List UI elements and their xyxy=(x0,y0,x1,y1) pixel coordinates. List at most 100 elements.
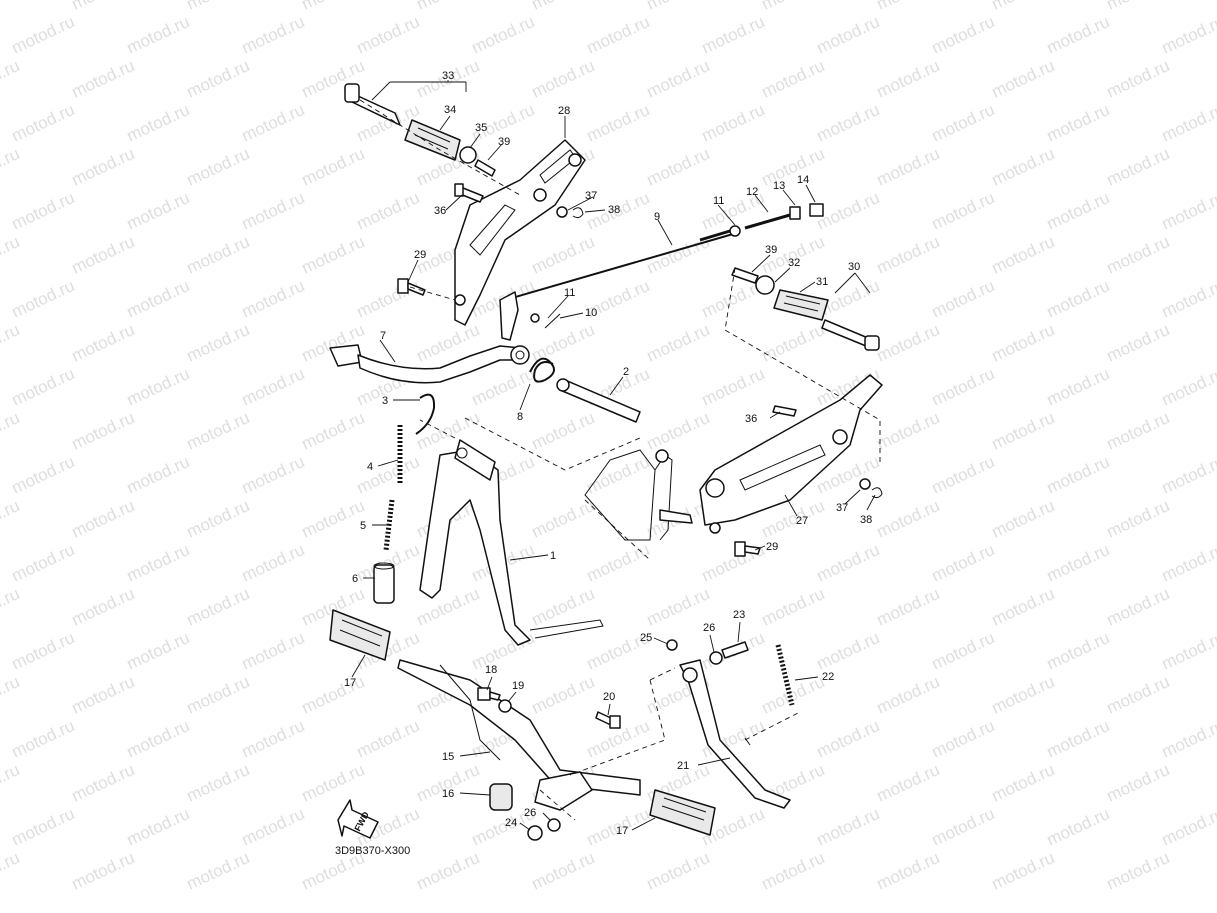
nut-14[interactable] xyxy=(809,203,824,217)
footrest-rubber-31[interactable] xyxy=(773,289,829,321)
watermark-text: motod.ru xyxy=(69,0,138,14)
watermark-text: motod.ru xyxy=(239,716,308,762)
callout-29-right: 29 xyxy=(766,541,778,553)
main-stand-1[interactable] xyxy=(419,439,604,646)
watermark-text: motod.ru xyxy=(1159,12,1217,58)
footrest-rubber-17-right[interactable] xyxy=(649,789,716,836)
watermark-text: motod.ru xyxy=(929,276,998,322)
left-footrest-bracket[interactable] xyxy=(454,139,586,326)
watermark-text: motod.ru xyxy=(0,848,22,894)
watermark-text: motod.ru xyxy=(929,628,998,674)
bolt-29-right[interactable] xyxy=(734,541,761,557)
watermark-text: motod.ru xyxy=(469,12,538,58)
callout-9: 9 xyxy=(654,211,660,223)
watermark-text: motod.ru xyxy=(929,452,998,498)
pin-11-left[interactable] xyxy=(530,313,540,323)
washer-19[interactable] xyxy=(498,699,512,713)
watermark-text: motod.ru xyxy=(989,496,1058,542)
nut-25[interactable] xyxy=(666,639,678,651)
washer-37-top[interactable] xyxy=(556,206,568,218)
watermark-text: motod.ru xyxy=(184,496,253,542)
spring-3-hook[interactable] xyxy=(415,393,436,435)
clip-38-top[interactable] xyxy=(572,207,584,219)
cotter-pin-39-top[interactable] xyxy=(474,159,496,177)
watermark-text: motod.ru xyxy=(9,804,78,850)
right-footrest-bracket-27[interactable] xyxy=(699,374,883,534)
washer-35[interactable] xyxy=(459,146,477,164)
watermark-text: motod.ru xyxy=(299,760,368,806)
watermark-text: motod.ru xyxy=(239,12,308,58)
watermark-text: motod.ru xyxy=(9,628,78,674)
footrest-pin-30[interactable] xyxy=(821,319,880,351)
watermark-text: motod.ru xyxy=(874,584,943,630)
callout-32: 32 xyxy=(788,257,800,269)
brake-arm-link[interactable] xyxy=(499,291,519,341)
footrest-rubber-34[interactable] xyxy=(404,119,461,161)
callout-22: 22 xyxy=(822,671,834,683)
watermark-text: motod.ru xyxy=(759,56,828,102)
return-spring-8[interactable] xyxy=(529,357,555,383)
bolt-18[interactable] xyxy=(477,687,501,701)
clip-38-right[interactable] xyxy=(871,487,883,499)
callout-39-top: 39 xyxy=(498,136,510,148)
watermark-text: motod.ru xyxy=(1159,188,1217,234)
watermark-text: motod.ru xyxy=(299,408,368,454)
watermark-text: motod.ru xyxy=(469,364,538,410)
pin-39-right[interactable] xyxy=(731,267,759,284)
watermark-text: motod.ru xyxy=(184,760,253,806)
watermark-text: motod.ru xyxy=(1159,540,1217,586)
bolt-29-top[interactable] xyxy=(397,278,426,296)
callout-4: 4 xyxy=(367,461,373,473)
joint-13[interactable] xyxy=(789,206,801,220)
callout-35: 35 xyxy=(475,122,487,134)
pin-11-right[interactable] xyxy=(729,225,741,237)
watermark-text: motod.ru xyxy=(814,540,883,586)
watermark-text: motod.ru xyxy=(1044,188,1113,234)
bolt-36-right[interactable] xyxy=(772,405,797,417)
side-stand-21[interactable] xyxy=(679,659,791,809)
washer-32[interactable] xyxy=(755,275,775,295)
watermark-text: motod.ru xyxy=(0,496,22,542)
watermark-text: motod.ru xyxy=(9,188,78,234)
bolt-23[interactable] xyxy=(721,641,749,659)
watermark-text: motod.ru xyxy=(874,672,943,718)
watermark-text: motod.ru xyxy=(299,232,368,278)
bolt-36-top[interactable] xyxy=(454,183,484,203)
watermark-text: motod.ru xyxy=(0,144,22,190)
spring-12[interactable] xyxy=(744,213,791,230)
watermark-text: motod.ru xyxy=(529,848,598,894)
washer-26-top[interactable] xyxy=(709,651,723,665)
watermark-text: motod.ru xyxy=(1044,12,1113,58)
watermark-text: motod.ru xyxy=(584,540,653,586)
watermark-text: motod.ru xyxy=(759,320,828,366)
damper-16[interactable] xyxy=(489,783,513,811)
bolt-20[interactable] xyxy=(595,711,621,729)
collar-6[interactable] xyxy=(373,562,395,604)
watermark-text: motod.ru xyxy=(989,408,1058,454)
watermark-text: motod.ru xyxy=(354,188,423,234)
callout-37-right: 37 xyxy=(836,502,848,514)
nut-24[interactable] xyxy=(527,825,543,841)
callout-23: 23 xyxy=(733,609,745,621)
watermark-text: motod.ru xyxy=(239,364,308,410)
watermark-text: motod.ru xyxy=(989,56,1058,102)
footrest-rubber-17-left[interactable] xyxy=(329,609,391,661)
callout-21: 21 xyxy=(677,760,689,772)
watermark-text: motod.ru xyxy=(929,188,998,234)
callout-labels: 33 34 35 39 28 36 37 38 29 9 11 12 13 14… xyxy=(344,70,872,837)
callout-8: 8 xyxy=(517,411,523,423)
watermark-text: motod.ru xyxy=(874,760,943,806)
watermark-text: motod.ru xyxy=(584,12,653,58)
watermark-text: motod.ru xyxy=(0,584,22,630)
watermark-text: motod.ru xyxy=(1104,496,1173,542)
watermark-text: motod.ru xyxy=(929,804,998,850)
watermark-text: motod.ru xyxy=(9,12,78,58)
pivot-shaft-2[interactable] xyxy=(556,378,641,423)
washer-26-bottom[interactable] xyxy=(547,818,561,832)
washer-37-right[interactable] xyxy=(859,478,871,490)
watermark-text: motod.ru xyxy=(644,408,713,454)
side-stand-bracket[interactable] xyxy=(534,771,593,811)
cotter-pin-10[interactable] xyxy=(544,313,561,329)
brake-rod-9[interactable] xyxy=(504,229,741,301)
brake-pedal-7[interactable] xyxy=(329,344,530,384)
